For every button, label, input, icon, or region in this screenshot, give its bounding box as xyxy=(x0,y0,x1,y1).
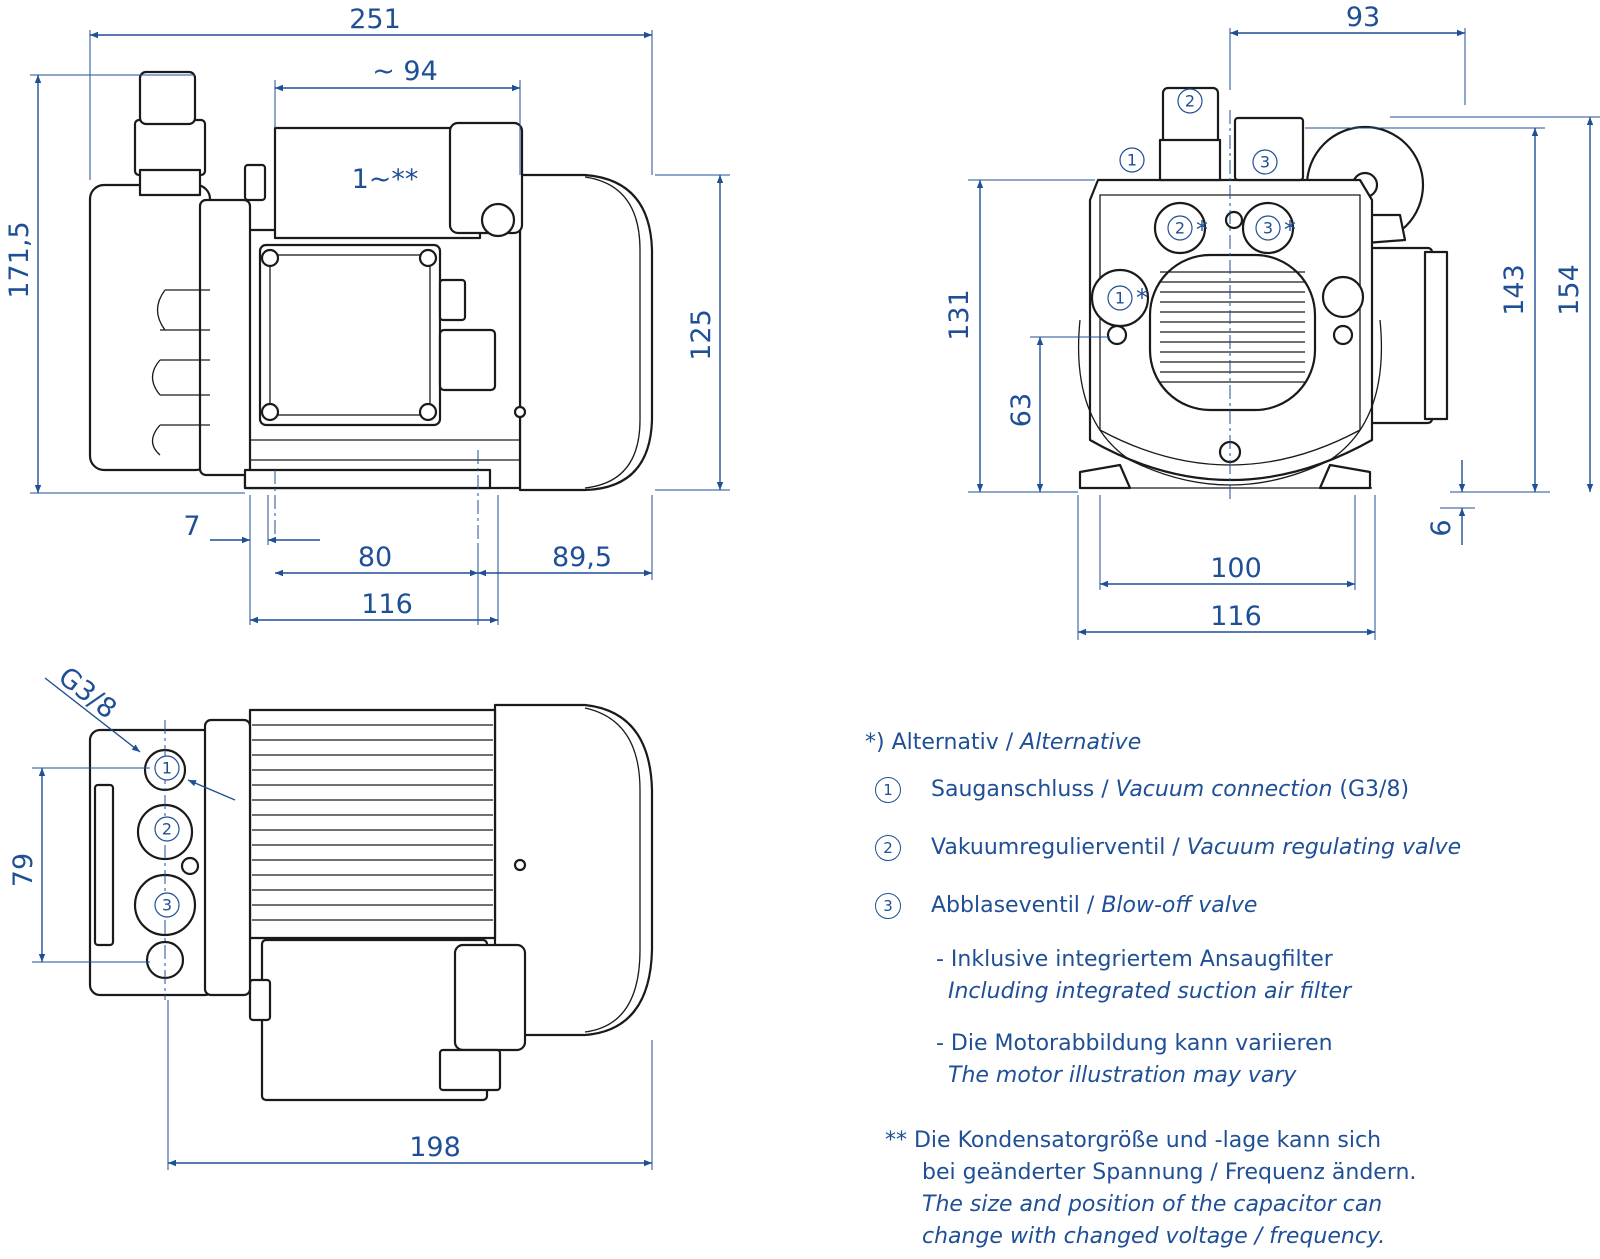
front-view xyxy=(1077,86,1449,500)
dim-g3-8: G3/8 xyxy=(52,661,122,725)
star-2: * xyxy=(1196,216,1208,244)
dim-100: 100 xyxy=(1210,553,1262,584)
dim-63: 63 xyxy=(1006,393,1037,427)
dim-7: 7 xyxy=(183,511,200,542)
dim-94: ~ 94 xyxy=(372,56,438,87)
marker-2-alt: 2 xyxy=(1175,219,1185,238)
dim-79: 79 xyxy=(8,853,39,887)
dim-80: 80 xyxy=(358,542,392,573)
legend-note-capacitor-de-1: ** Die Kondensatorgröße und -lage kann s… xyxy=(885,1128,1382,1153)
marker-2-topview: 2 xyxy=(162,820,172,839)
marker-3-alt: 3 xyxy=(1263,219,1273,238)
marker-3-top: 3 xyxy=(1260,153,1270,172)
side-view xyxy=(88,70,654,545)
marker-1-topview: 1 xyxy=(162,759,172,778)
legend-marker-3: 3 xyxy=(875,893,901,919)
legend-note-motor-de: - Die Motorabbildung kann variieren xyxy=(936,1031,1333,1056)
dim-198: 198 xyxy=(409,1132,461,1163)
dim-154: 154 xyxy=(1554,264,1585,316)
front-view-markers: 2 1 3 2 3 1 xyxy=(1107,88,1281,311)
legend-note-capacitor-en-2: change with changed voltage / frequency. xyxy=(922,1224,1386,1249)
dim-116-front: 116 xyxy=(1210,601,1262,632)
dim-143: 143 xyxy=(1499,264,1530,316)
legend-marker-2: 2 xyxy=(875,835,901,861)
legend-note-filter-de: - Inklusive integriertem Ansaugfilter xyxy=(936,947,1333,972)
dim-93: 93 xyxy=(1346,2,1380,33)
dim-125: 125 xyxy=(686,309,717,361)
marker-1-alt: 1 xyxy=(1115,289,1125,308)
marker-1-top: 1 xyxy=(1127,151,1137,170)
top-view-markers: 1 2 3 xyxy=(154,755,180,918)
marker-3-topview: 3 xyxy=(162,896,172,915)
marker-2-top: 2 xyxy=(1185,92,1195,111)
legend-note-motor-en: The motor illustration may vary xyxy=(948,1063,1297,1088)
dim-171-5: 171,5 xyxy=(4,221,35,298)
legend-note-filter-en: Including integrated suction air filter xyxy=(948,979,1352,1004)
legend-marker-1: 1 xyxy=(875,777,901,803)
dim-89-5: 89,5 xyxy=(552,542,612,573)
star-3: * xyxy=(1284,216,1296,244)
dim-116-side: 116 xyxy=(361,589,413,620)
front-view-dimensions: 93 131 63 143 154 6 100 116 xyxy=(944,2,1600,640)
dim-6: 6 xyxy=(1426,519,1457,536)
side-view-dimensions: 251 171,5 ~ 94 1~** 125 7 80 89,5 116 xyxy=(4,4,730,625)
legend-note-capacitor-de-2: bei geänderter Spannung / Frequenz änder… xyxy=(922,1160,1417,1185)
dim-251: 251 xyxy=(349,4,401,35)
dim-131: 131 xyxy=(944,289,975,341)
legend-alternative: *) Alternativ / Alternative xyxy=(865,730,1142,755)
front-view-stars: * * * xyxy=(1136,216,1296,312)
capacitor-label: 1~** xyxy=(352,164,419,195)
star-1: * xyxy=(1136,284,1148,312)
top-view xyxy=(88,703,654,1102)
legend-note-capacitor-en-1: The size and position of the capacitor c… xyxy=(922,1192,1383,1217)
